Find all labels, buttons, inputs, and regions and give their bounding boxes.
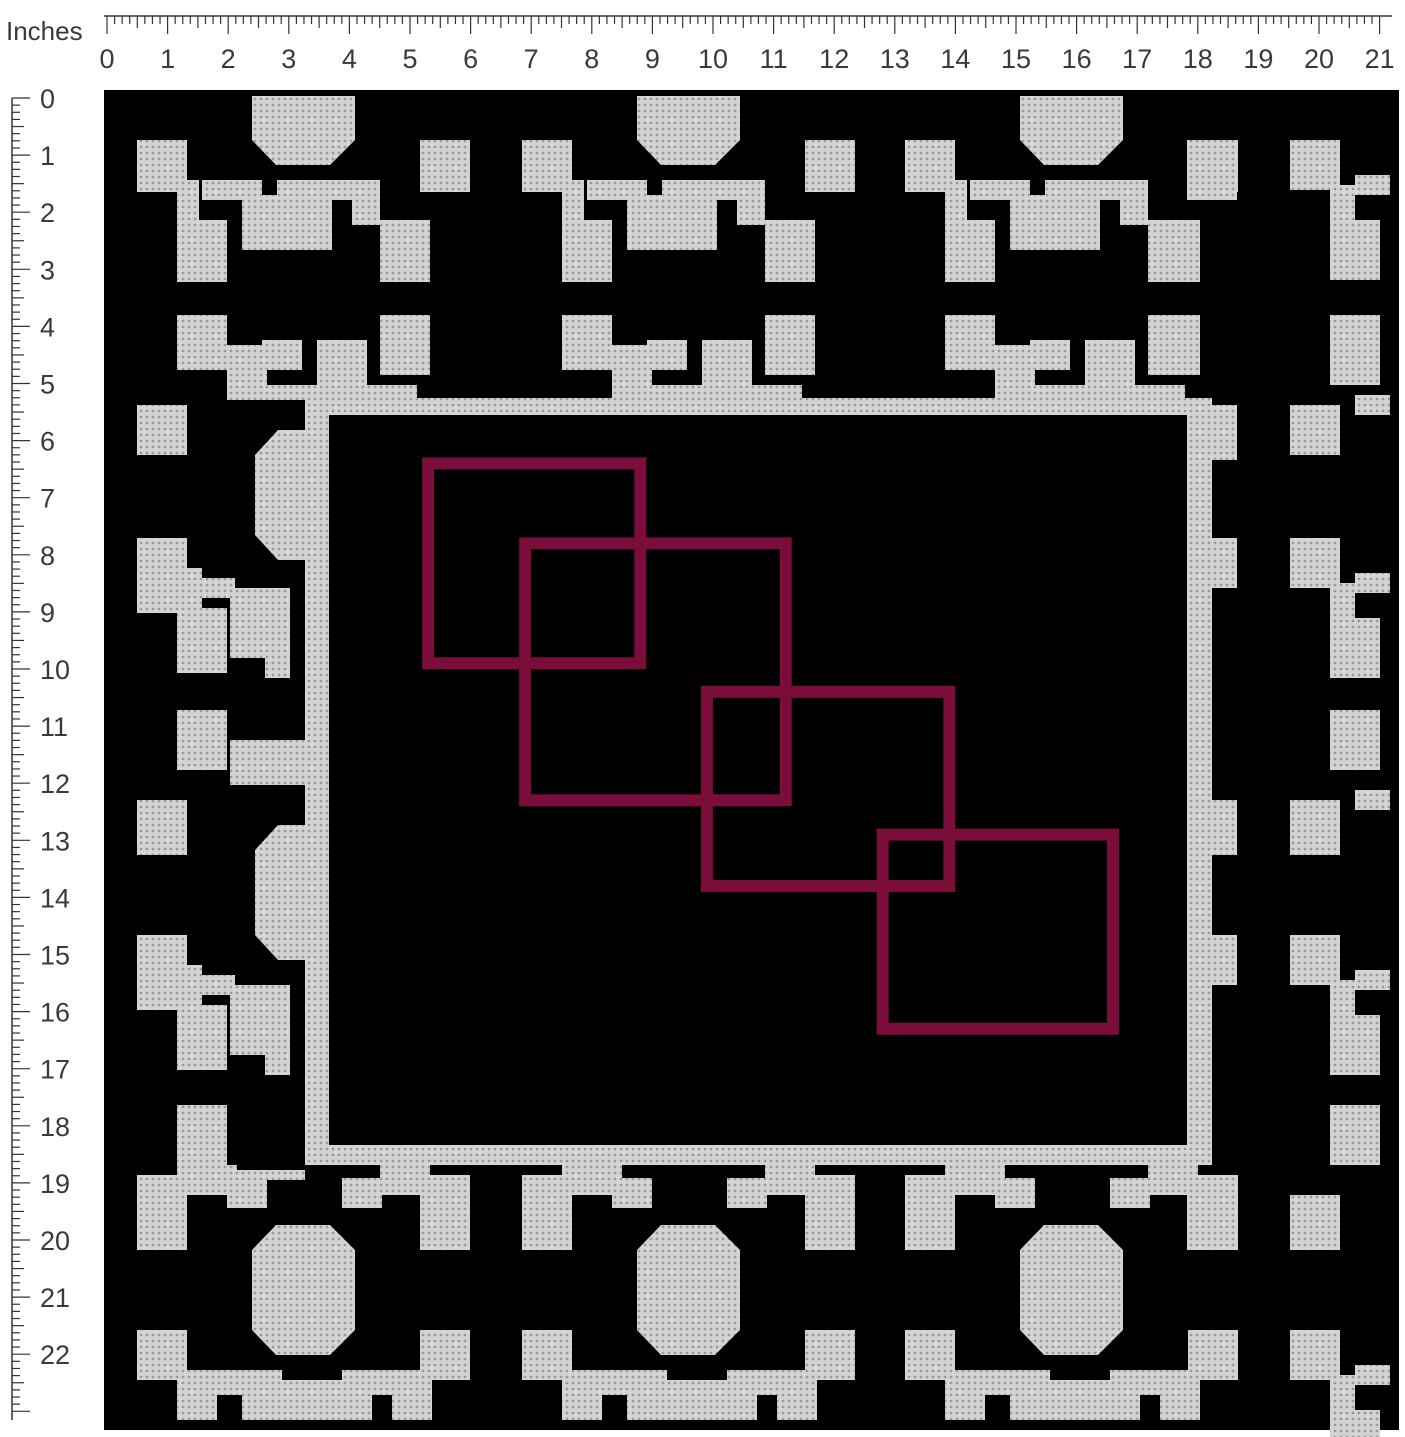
left-ruler-label: 15 — [40, 941, 70, 971]
left-ruler-label: 19 — [40, 1169, 70, 1199]
top-ruler-label: 4 — [342, 44, 357, 74]
left-ruler-label: 6 — [40, 427, 55, 457]
top-ruler-label: 16 — [1062, 44, 1092, 74]
top-ruler-label: 7 — [524, 44, 539, 74]
top-ruler-label: 14 — [940, 44, 970, 74]
left-ruler-label: 0 — [40, 84, 55, 114]
top-ruler-label: 20 — [1304, 44, 1334, 74]
left-ruler-label: 1 — [40, 141, 55, 171]
left-ruler-label: 21 — [40, 1283, 70, 1313]
top-ruler-label: 9 — [645, 44, 660, 74]
top-ruler-label: 18 — [1183, 44, 1213, 74]
top-ruler-label: 3 — [281, 44, 296, 74]
top-ruler-label: 11 — [760, 44, 788, 74]
left-ruler-label: 18 — [40, 1112, 70, 1142]
left-ruler-label: 9 — [40, 598, 55, 628]
left-ruler-label: 5 — [40, 370, 55, 400]
left-ruler-label: 20 — [40, 1226, 70, 1256]
left-ruler-label: 4 — [40, 312, 55, 342]
top-ruler-label: 1 — [160, 44, 175, 74]
top-ruler-label: 10 — [698, 44, 728, 74]
left-ruler-label: 12 — [40, 769, 70, 799]
top-ruler-label: 12 — [819, 44, 849, 74]
top-ruler-label: 19 — [1243, 44, 1273, 74]
left-ruler-label: 8 — [40, 541, 55, 571]
top-ruler-label: 2 — [221, 44, 236, 74]
left-ruler-label: 17 — [40, 1055, 70, 1085]
top-ruler-label: 17 — [1122, 44, 1152, 74]
top-ruler-label: 0 — [99, 44, 114, 74]
left-ruler-label: 14 — [40, 883, 70, 913]
top-ruler-label: 15 — [1001, 44, 1031, 74]
top-ruler-label: 13 — [880, 44, 910, 74]
top-ruler-label: 5 — [402, 44, 417, 74]
pattern-area — [104, 90, 1399, 1437]
left-ruler-label: 11 — [40, 712, 68, 742]
top-ruler-label: 8 — [584, 44, 599, 74]
left-ruler-label: 13 — [40, 826, 70, 856]
top-ruler-label: 21 — [1365, 44, 1395, 74]
top-ruler-label: 6 — [463, 44, 478, 74]
left-ruler-label: 10 — [40, 655, 70, 685]
left-ruler-label: 16 — [40, 998, 70, 1028]
left-ruler-label: 2 — [40, 198, 55, 228]
left-ruler-label: 22 — [40, 1340, 70, 1370]
left-ruler-label: 7 — [40, 484, 55, 514]
left-ruler-label: 3 — [40, 255, 55, 285]
ruler-unit-label: Inches — [6, 16, 83, 46]
